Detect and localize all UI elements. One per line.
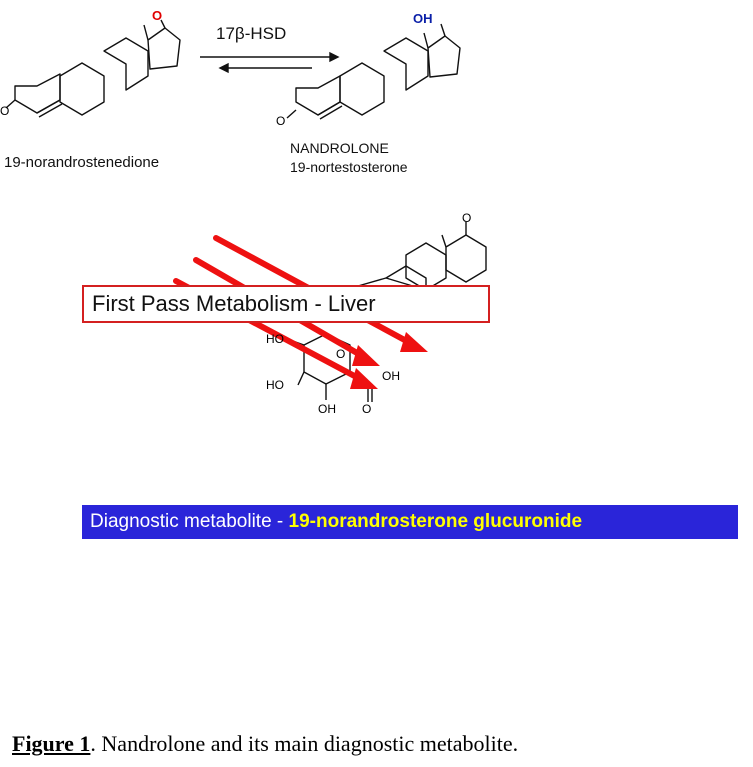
nandrolone-name: NANDROLONE (290, 140, 389, 156)
figure-number: Figure 1 (12, 731, 91, 756)
diagnostic-metabolite-name: 19-norandrosterone glucuronide (288, 511, 583, 532)
ketone-oxygen-label: O (152, 8, 163, 23)
enone-oxygen-label-right: O (276, 114, 286, 128)
glucuronide-ring (289, 333, 373, 402)
metabolite-steroid-fragment (357, 222, 487, 291)
equilibrium-arrows (200, 51, 340, 74)
metabolite-ketone-label: O (462, 211, 472, 225)
first-pass-metabolism-box: First Pass Metabolism - Liver (82, 285, 490, 323)
nandrolone-alias: 19-nortestosterone (290, 159, 408, 175)
hydroxyl-label: OH (413, 11, 433, 26)
enzyme-label: 17β-HSD (216, 24, 287, 43)
glucuronide-oh-right: OH (382, 369, 400, 383)
diagnostic-metabolite-banner: Diagnostic metabolite - 19-norandrostero… (82, 505, 738, 539)
norandrostenedione-label: 19-norandrostenedione (4, 154, 160, 171)
glucuronide-ho-lower: HO (266, 378, 284, 392)
enone-oxygen-label-left: O (0, 104, 10, 118)
glucuronide-ho-upper: HO (266, 332, 284, 346)
glucuronide-ring-oxygen: O (336, 347, 346, 361)
norandrostenedione-structure (5, 19, 181, 118)
nandrolone-structure (286, 23, 461, 120)
caption-text: . Nandrolone and its main diagnostic met… (90, 731, 519, 756)
diagnostic-prefix: Diagnostic metabolite - (90, 511, 289, 532)
glucuronide-acid-oxygen: O (362, 402, 372, 416)
glucuronide-oh-bottom: OH (318, 402, 336, 416)
figure-caption: Figure 1. Nandrolone and its main diagno… (12, 731, 518, 757)
